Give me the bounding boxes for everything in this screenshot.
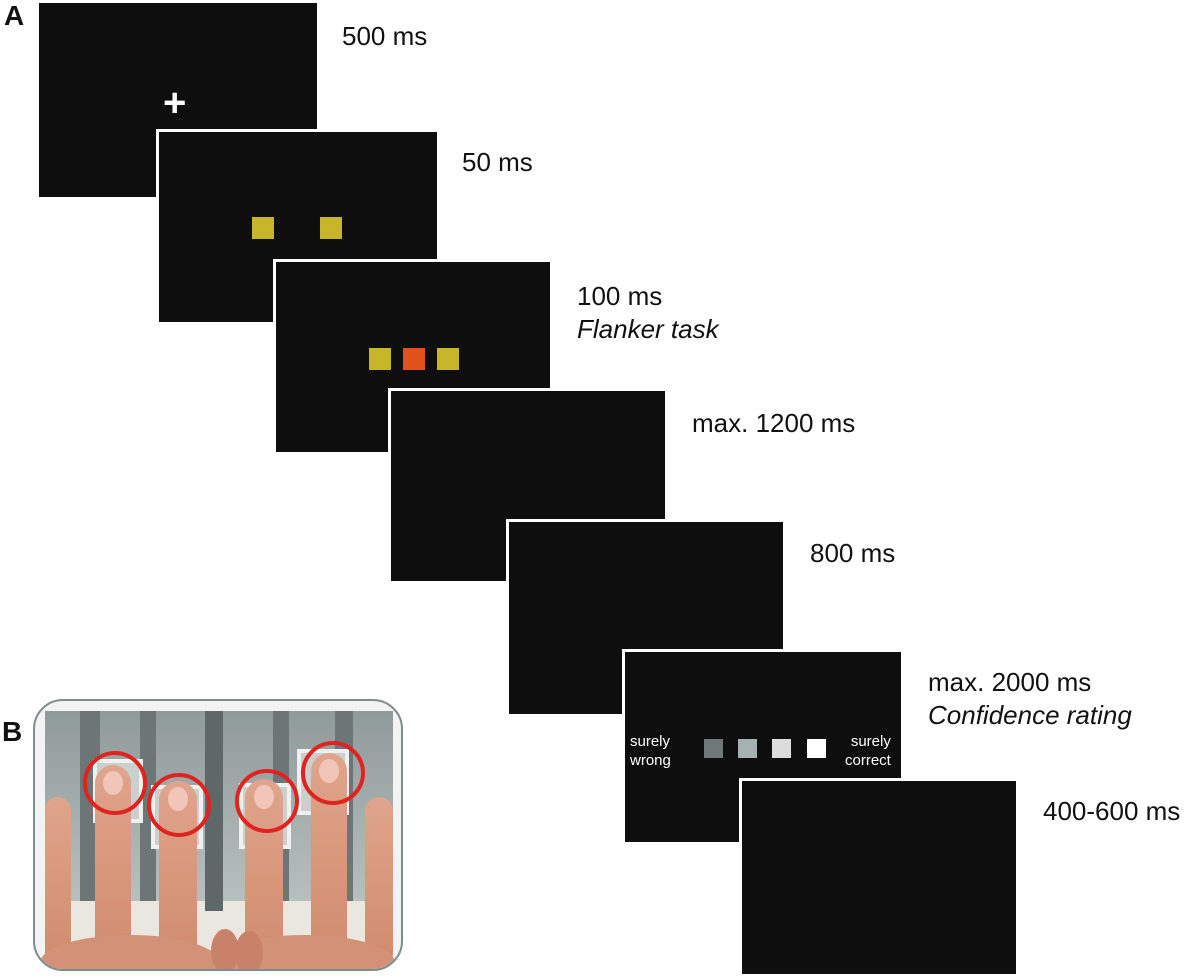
flanker-square-left	[252, 217, 274, 239]
flanker-square-right	[437, 348, 459, 370]
screen-inter-trial-interval	[739, 778, 1019, 977]
task-name: Flanker task	[577, 313, 719, 344]
target-square	[403, 348, 425, 370]
duration-label-6: max. 2000 ms Confidence rating	[928, 666, 1132, 731]
confidence-level-4	[807, 739, 826, 758]
duration-label-7: 400-600 ms	[1043, 795, 1180, 828]
duration-label-1: 500 ms	[342, 20, 427, 53]
flanker-square-right	[320, 217, 342, 239]
hands-on-keys-icon	[40, 711, 395, 969]
duration-text: max. 2000 ms	[928, 667, 1092, 697]
duration-label-2: 50 ms	[462, 146, 533, 179]
response-keys-photo	[33, 699, 403, 971]
duration-text: 800 ms	[810, 538, 896, 568]
duration-label-3: 100 ms Flanker task	[577, 280, 719, 345]
duration-text: 500 ms	[342, 21, 428, 51]
duration-text: 400-600 ms	[1043, 796, 1181, 826]
duration-text: 50 ms	[462, 147, 533, 177]
duration-text: max. 1200 ms	[692, 408, 856, 438]
panel-label-b: B	[2, 716, 23, 747]
duration-label-4: max. 1200 ms	[692, 407, 855, 440]
confidence-level-3	[772, 739, 791, 758]
fixation-cross-icon: +	[163, 81, 187, 125]
task-name: Confidence rating	[928, 699, 1132, 730]
confidence-level-1	[704, 739, 723, 758]
panel-label-a: A	[4, 0, 25, 31]
confidence-level-2	[738, 739, 757, 758]
duration-text: 100 ms	[577, 281, 663, 311]
duration-label-5: 800 ms	[810, 537, 895, 570]
scale-label-left: surely wrong	[630, 733, 671, 769]
scale-label-right: surely correct	[845, 733, 891, 769]
flanker-square-left	[369, 348, 391, 370]
